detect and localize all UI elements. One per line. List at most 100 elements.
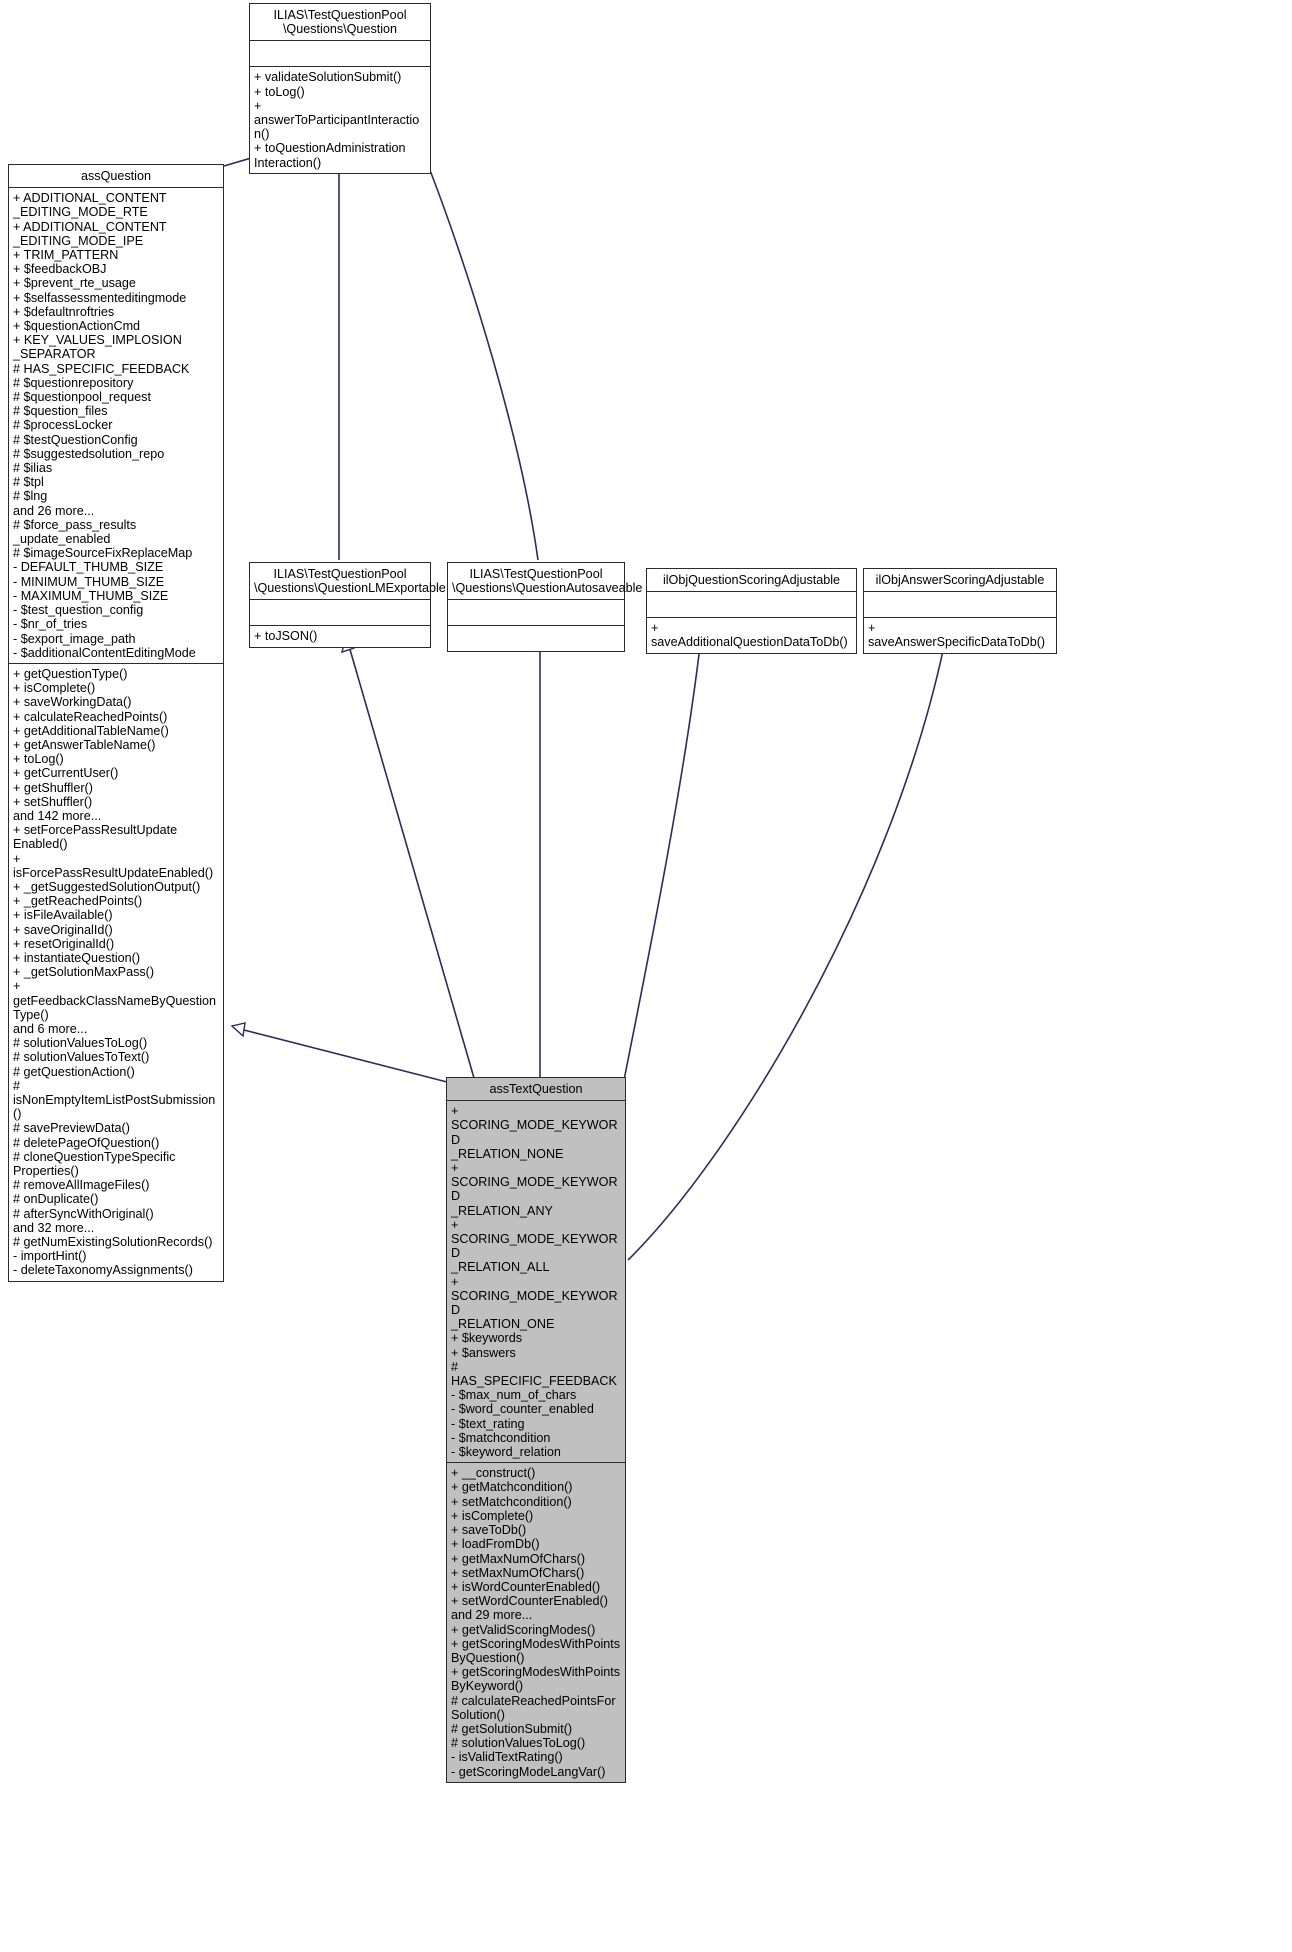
attribute-item: + $feedbackOBJ bbox=[13, 262, 107, 277]
operation-item: - isValidTextRating() bbox=[451, 1750, 563, 1765]
operation-item: # getQuestionAction() bbox=[13, 1064, 135, 1079]
operation-item: Enabled() bbox=[13, 837, 68, 852]
edge-questionlmexportable-to-question bbox=[331, 121, 347, 560]
class-node-ass-question[interactable]: assQuestion + ADDITIONAL_CONTENT _EDITIN… bbox=[8, 164, 224, 1282]
edge-asstextquestion-to-questionlmexportable bbox=[340, 635, 475, 1079]
class-node-ass-text-question[interactable]: assTextQuestion + SCORING_MODE_KEYWORD _… bbox=[446, 1077, 626, 1783]
attribute-item: # $questionrepository bbox=[13, 375, 134, 390]
operation-item: + saveAdditionalQuestionDataToDb() bbox=[651, 621, 848, 650]
operation-item: # solutionValuesToLog() bbox=[13, 1036, 148, 1051]
operation-item: + validateSolutionSubmit() bbox=[254, 70, 402, 85]
class-title: ilObjAnswerScoringAdjustable bbox=[864, 569, 1056, 593]
operation-item: ByQuestion() bbox=[451, 1650, 525, 1665]
attribute-item: - $export_image_path bbox=[13, 631, 136, 646]
operation-item: # solutionValuesToText() bbox=[13, 1050, 150, 1065]
attribute-item: + SCORING_MODE_KEYWORD bbox=[451, 1161, 618, 1204]
attribute-item: + ADDITIONAL_CONTENT bbox=[13, 191, 167, 206]
attribute-item: # HAS_SPECIFIC_FEEDBACK bbox=[13, 361, 190, 376]
attributes-list: + SCORING_MODE_KEYWORD _RELATION_NONE + … bbox=[451, 1104, 621, 1459]
class-title: assTextQuestion bbox=[447, 1078, 625, 1102]
operation-item: # savePreviewData() bbox=[13, 1121, 130, 1136]
attribute-item: _EDITING_MODE_IPE bbox=[13, 233, 144, 248]
class-node-iobj-question-scoring-adjustable[interactable]: ilObjQuestionScoringAdjustable + saveAdd… bbox=[646, 568, 857, 654]
operation-item: + saveOriginalId() bbox=[13, 922, 113, 937]
attribute-item: # $suggestedsolution_repo bbox=[13, 446, 165, 461]
operations-list: + saveAnswerSpecificDataToDb() bbox=[868, 621, 1052, 649]
operation-item: - getScoringModeLangVar() bbox=[451, 1764, 606, 1779]
operation-item: Interaction() bbox=[254, 155, 322, 170]
operation-item: # onDuplicate() bbox=[13, 1192, 99, 1207]
attribute-item: # $ilias bbox=[13, 461, 53, 476]
edge-asstextquestion-to-iobjanswerscoringadjustable bbox=[627, 634, 953, 1261]
attribute-item: # $imageSourceFixReplaceMap bbox=[13, 546, 193, 561]
operation-item: + saveToDb() bbox=[451, 1523, 527, 1538]
operation-item: + instantiateQuestion() bbox=[13, 950, 141, 965]
class-node-question-interface[interactable]: ILIAS\TestQuestionPool \Questions\Questi… bbox=[249, 3, 431, 174]
attribute-item: - $text_rating bbox=[451, 1416, 525, 1431]
operations-list: + toJSON() bbox=[254, 629, 426, 643]
class-node-iobj-answer-scoring-adjustable[interactable]: ilObjAnswerScoringAdjustable + saveAnswe… bbox=[863, 568, 1057, 654]
attribute-item: _RELATION_ONE bbox=[451, 1317, 555, 1332]
attribute-item: + SCORING_MODE_KEYWORD bbox=[451, 1274, 618, 1318]
operation-item: + saveWorkingData() bbox=[13, 695, 132, 710]
edge-asstextquestion-to-iobjquestionscoringadjustable bbox=[623, 634, 709, 1081]
attribute-item: # HAS_SPECIFIC_FEEDBACK bbox=[451, 1359, 617, 1389]
attribute-item: _update_enabled bbox=[13, 532, 111, 547]
attribute-item: + SCORING_MODE_KEYWORD bbox=[451, 1217, 618, 1261]
operations-list: + validateSolutionSubmit() + toLog() + a… bbox=[254, 70, 426, 169]
operation-item: + getValidScoringModes() bbox=[451, 1622, 596, 1637]
operations-compartment: + __construct() + getMatchcondition() + … bbox=[447, 1463, 625, 1781]
operations-list: + saveAdditionalQuestionDataToDb() bbox=[651, 621, 852, 649]
attribute-item: + KEY_VALUES_IMPLOSION bbox=[13, 333, 182, 348]
attribute-item: + $selfassessmenteditingmode bbox=[13, 290, 187, 305]
operation-item: # deletePageOfQuestion() bbox=[13, 1135, 160, 1150]
operation-item: + _getSuggestedSolutionOutput() bbox=[13, 879, 201, 894]
class-title: ILIAS\TestQuestionPool \Questions\Questi… bbox=[250, 563, 446, 601]
attributes-compartment bbox=[864, 592, 1056, 619]
operation-item: + toLog() bbox=[254, 84, 305, 99]
attribute-item: - MINIMUM_THUMB_SIZE bbox=[13, 574, 165, 589]
operation-item: + _getSolutionMaxPass() bbox=[13, 965, 155, 980]
operation-item: ByKeyword() bbox=[451, 1679, 524, 1694]
operation-item: # getSolutionSubmit() bbox=[451, 1721, 573, 1736]
operations-list: + __construct() + getMatchcondition() + … bbox=[451, 1466, 621, 1778]
attribute-item: + SCORING_MODE_KEYWORD bbox=[451, 1104, 618, 1147]
operation-item: + getMatchcondition() bbox=[451, 1480, 573, 1495]
operation-item: + getCurrentUser() bbox=[13, 766, 119, 781]
attributes-list: + ADDITIONAL_CONTENT _EDITING_MODE_RTE +… bbox=[13, 191, 219, 660]
attribute-item: + TRIM_PATTERN bbox=[13, 248, 119, 263]
operation-item: + saveAnswerSpecificDataToDb() bbox=[868, 621, 1046, 650]
attribute-item: # $force_pass_results bbox=[13, 517, 137, 532]
edge-asstextquestion-to-assquestion bbox=[230, 1022, 448, 1083]
attributes-compartment: + SCORING_MODE_KEYWORD _RELATION_NONE + … bbox=[447, 1101, 625, 1464]
attribute-item: - $nr_of_tries bbox=[13, 617, 88, 632]
attribute-item: _SEPARATOR bbox=[13, 347, 96, 362]
operation-item: + toLog() bbox=[13, 752, 64, 767]
attribute-item: + $questionActionCmd bbox=[13, 319, 141, 334]
attribute-item: - $max_num_of_chars bbox=[451, 1388, 577, 1403]
operation-item: - deleteTaxonomyAssignments() bbox=[13, 1263, 193, 1278]
operation-item: # cloneQuestionTypeSpecific bbox=[13, 1149, 176, 1164]
attribute-item: # $questionpool_request bbox=[13, 390, 151, 405]
attributes-compartment bbox=[448, 600, 624, 627]
attribute-item: _RELATION_ALL bbox=[451, 1260, 550, 1275]
attributes-compartment bbox=[250, 600, 430, 627]
attribute-item: - $matchcondition bbox=[451, 1430, 551, 1445]
operation-item: + setShuffler() bbox=[13, 794, 93, 809]
operation-item: + isFileAvailable() bbox=[13, 908, 113, 923]
operations-compartment: + saveAnswerSpecificDataToDb() bbox=[864, 618, 1056, 652]
operation-item: + isForcePassResultUpdateEnabled() bbox=[13, 851, 214, 880]
attribute-more-item: and 26 more... bbox=[13, 503, 95, 518]
class-title: ILIAS\TestQuestionPool \Questions\Questi… bbox=[448, 563, 642, 601]
attribute-item: + $answers bbox=[451, 1345, 516, 1360]
class-title: assQuestion bbox=[9, 165, 223, 189]
operation-item: + isComplete() bbox=[451, 1508, 534, 1523]
attribute-item: + $keywords bbox=[451, 1331, 523, 1346]
attribute-item: + ADDITIONAL_CONTENT bbox=[13, 219, 167, 234]
operations-compartment: + validateSolutionSubmit() + toLog() + a… bbox=[250, 67, 430, 172]
class-node-question-autosaveable[interactable]: ILIAS\TestQuestionPool \Questions\Questi… bbox=[447, 562, 642, 653]
class-node-question-lm-exportable[interactable]: ILIAS\TestQuestionPool \Questions\Questi… bbox=[249, 562, 446, 648]
operation-item: + setWordCounterEnabled() bbox=[451, 1594, 608, 1609]
attribute-item: # $lng bbox=[13, 489, 48, 504]
